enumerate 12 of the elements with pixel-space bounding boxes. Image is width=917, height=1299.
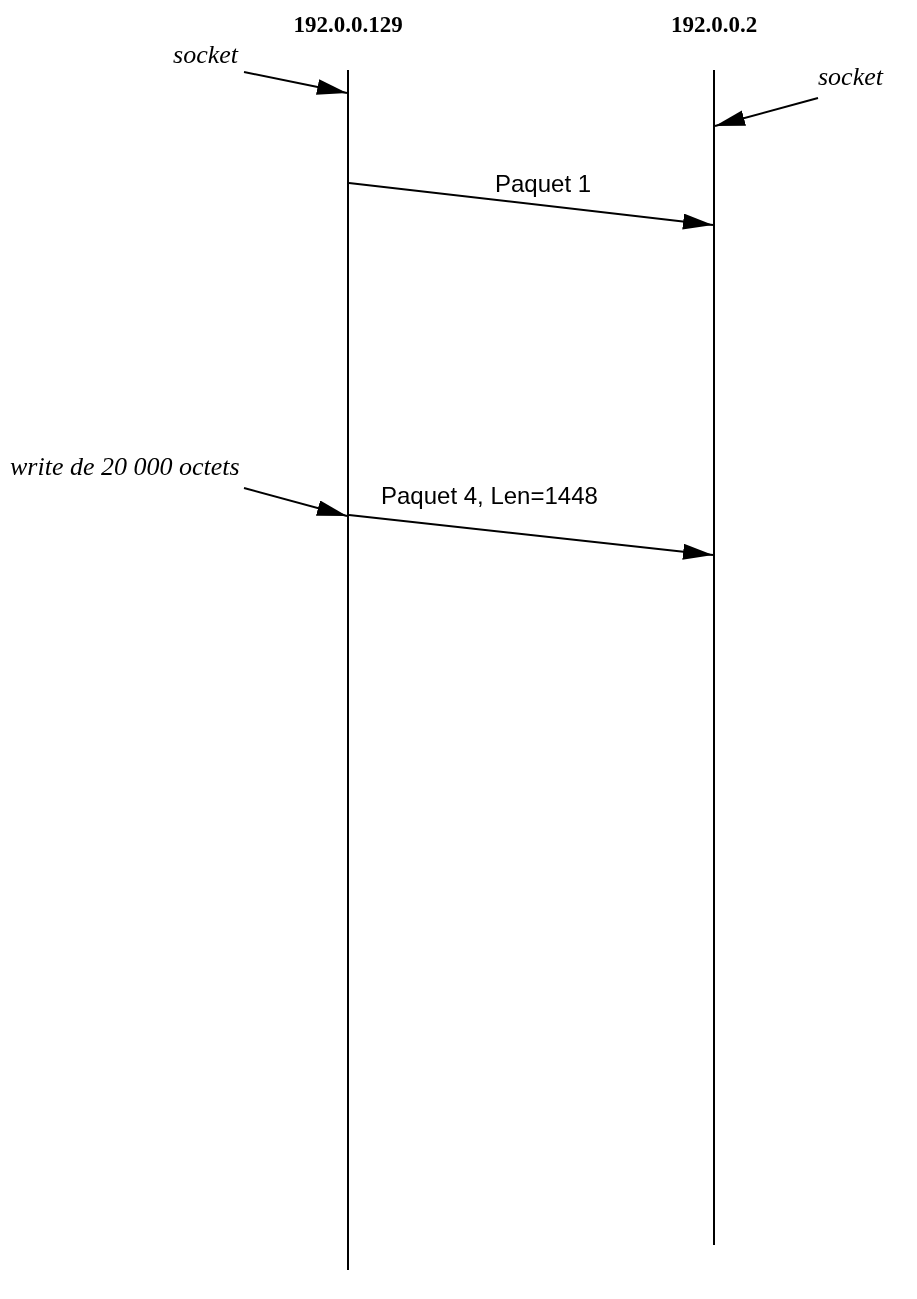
arrow [348,182,714,230]
callout-text: socket [818,62,915,98]
arrow [243,487,348,517]
arrow [348,514,714,560]
lifeline [713,70,715,1245]
lifeline [347,70,349,1270]
host-address: 192.0.0.129 [258,12,438,42]
arrow [714,97,819,127]
callout-text: socket [108,40,244,72]
arrow [243,71,348,95]
host-address: 192.0.0.2 [624,12,804,42]
callout-text: write de 20 000 octets [10,452,322,488]
